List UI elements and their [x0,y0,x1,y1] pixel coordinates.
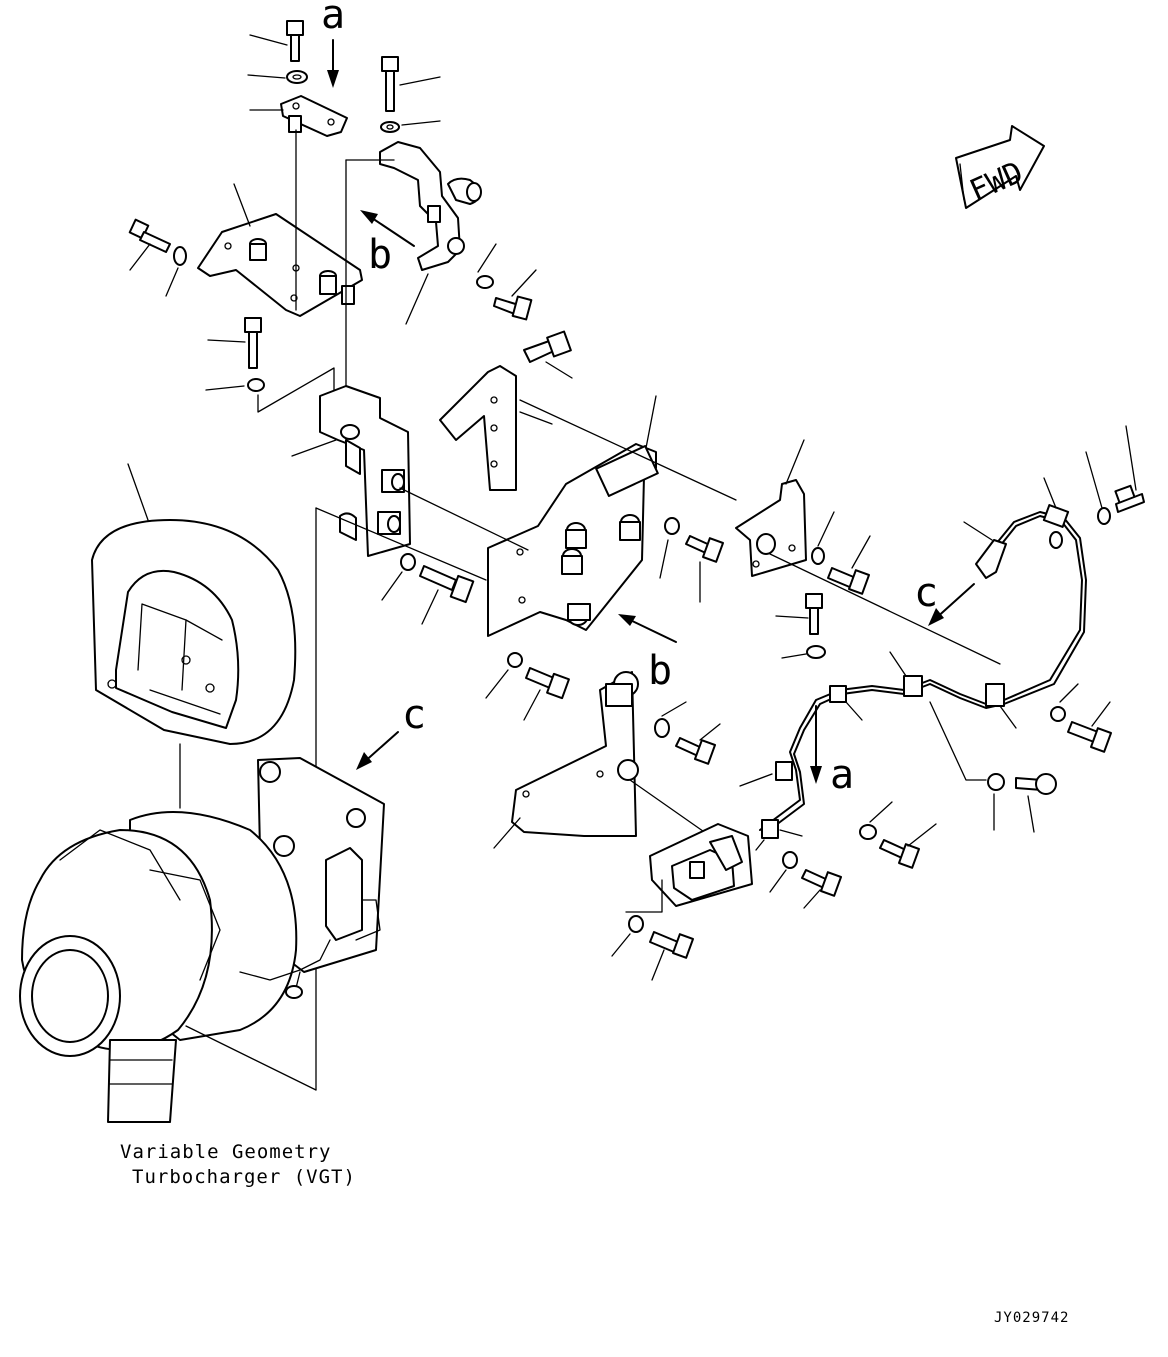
callout-b-upper: b [368,232,392,278]
arrow-c-left: c [356,692,426,770]
bolt-side-bracket [523,330,573,379]
bolt-controller [611,851,842,981]
arrow-a-lower: a [810,705,854,798]
callout-c-left: c [402,692,426,738]
caption-line2: Turbocharger (VGT) [132,1166,356,1188]
main-mounting-plate [487,395,659,637]
turbocharger-vgt [19,757,385,1123]
top-bracket-plate [249,95,348,137]
bolt-main-plate [485,517,724,721]
lower-controller-bracket [493,671,711,849]
sensor-harness [739,477,1087,851]
leader-line [315,507,487,581]
fwd-direction-arrow: FWD [955,125,1045,209]
arrow-b-upper: b [360,210,415,278]
bolt-vertical-bracket [381,553,475,625]
vgt-controller-module [649,823,753,907]
leader-line [399,487,529,551]
drawing-number: JY029742 [994,1310,1069,1326]
bolt-lower-bracket [654,701,721,765]
harness-clamp-bolts [775,425,1145,869]
leader-line [519,399,737,501]
top-bolt-left [247,20,308,84]
callout-c-right: c [914,570,938,616]
arrow-b-lower: b [618,614,677,694]
vertical-bracket [291,385,411,557]
bolt-right-bracket [811,511,871,595]
bolt-upper-bracket [476,243,537,321]
heat-shield [91,463,297,809]
arrow-a-top: a [321,0,345,88]
caption-line1: Variable Geometry [120,1141,331,1163]
right-small-bracket [735,439,807,577]
callout-a-lower: a [830,752,854,798]
upper-mounting-plate [197,183,363,317]
callout-b-lower: b [648,648,672,694]
arrow-c-right: c [914,570,975,626]
leader-line [769,553,1001,665]
upper-sensor-bracket [379,141,482,325]
slotted-side-bracket [439,365,553,491]
bolt-plate-left [128,218,187,297]
middle-bolt [205,317,335,413]
top-bolt-right [380,56,441,133]
callout-a-top: a [321,0,345,38]
